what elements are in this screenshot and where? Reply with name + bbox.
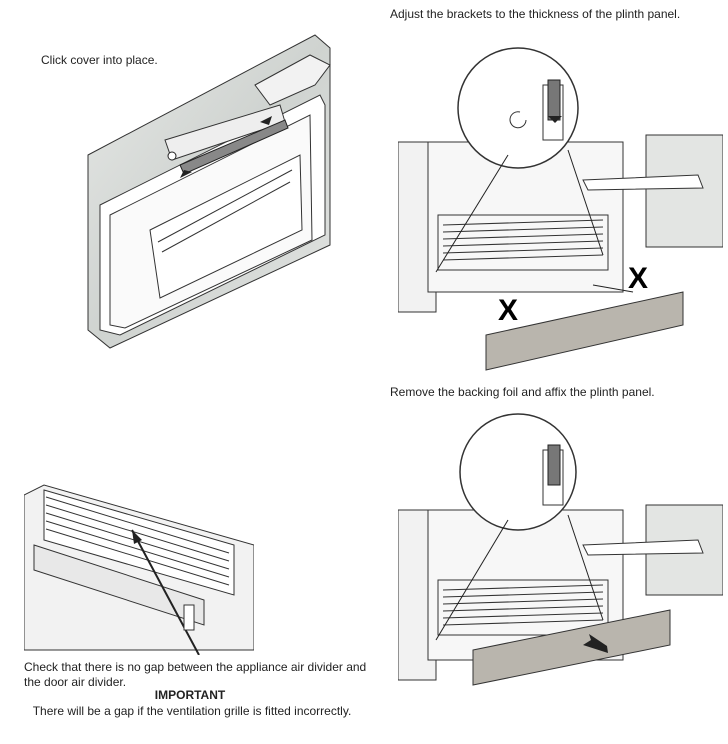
plinth-panel <box>485 291 684 371</box>
brackets-illustration: X X <box>398 47 723 371</box>
step-caption-foil: Remove the backing foil and affix the pl… <box>390 385 655 399</box>
important-note: There will be a gap if the ventilation g… <box>32 704 352 718</box>
step-caption-gap: Check that there is no gap between the a… <box>24 660 367 689</box>
important-heading: IMPORTANT <box>154 688 226 702</box>
step-caption-cover: Click cover into place. <box>41 53 158 67</box>
vent-grille <box>437 214 609 271</box>
foil-illustration <box>398 413 723 686</box>
cover-illustration <box>87 34 331 349</box>
x-label-panel: X <box>498 294 518 327</box>
step-caption-brackets: Adjust the brackets to the thickness of … <box>390 7 681 21</box>
x-label-bracket: X <box>628 262 648 295</box>
gap-illustration <box>24 484 254 655</box>
